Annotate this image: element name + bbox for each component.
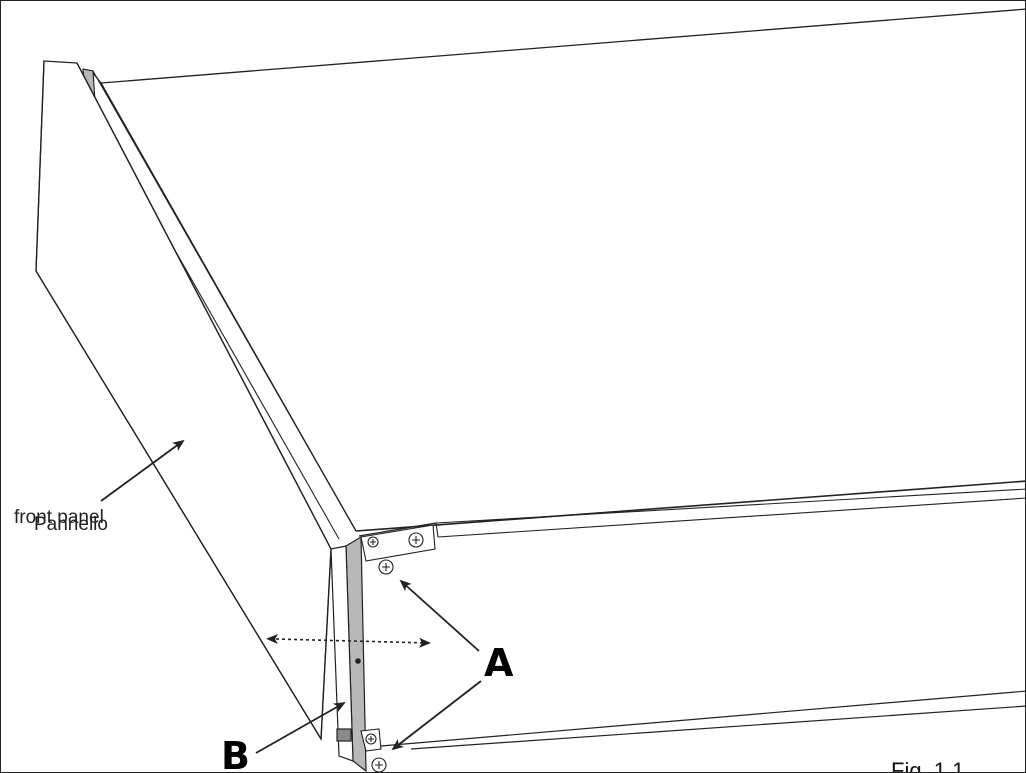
- mounting-bracket: [330, 535, 367, 772]
- cabinet-side: [358, 522, 1025, 750]
- front-panel-label-it: Pannello: [34, 514, 108, 535]
- bracket-tab: [336, 728, 352, 742]
- screw-icon: [378, 559, 394, 575]
- figure-caption: Fig. 1.1: [891, 758, 965, 773]
- front-panel-shape: [35, 60, 332, 742]
- front-panel-arrow: [100, 439, 185, 502]
- bracket-hole: [355, 658, 361, 664]
- arrow-a-lower: [391, 680, 482, 751]
- front-panel-label-en: front panel: [14, 507, 104, 528]
- label-b: B: [221, 734, 250, 773]
- screw-icon: [371, 757, 387, 772]
- arrow-a-upper: [399, 579, 480, 652]
- movement-double-arrow: [266, 634, 431, 648]
- arrow-b: [255, 702, 346, 754]
- cabinet-front-rail: [435, 488, 1025, 538]
- screw-icon: [408, 532, 424, 548]
- leader-arrows: [100, 439, 482, 754]
- screw-icon: [367, 536, 379, 548]
- screw-icon: [365, 733, 377, 745]
- label-a: A: [484, 641, 514, 685]
